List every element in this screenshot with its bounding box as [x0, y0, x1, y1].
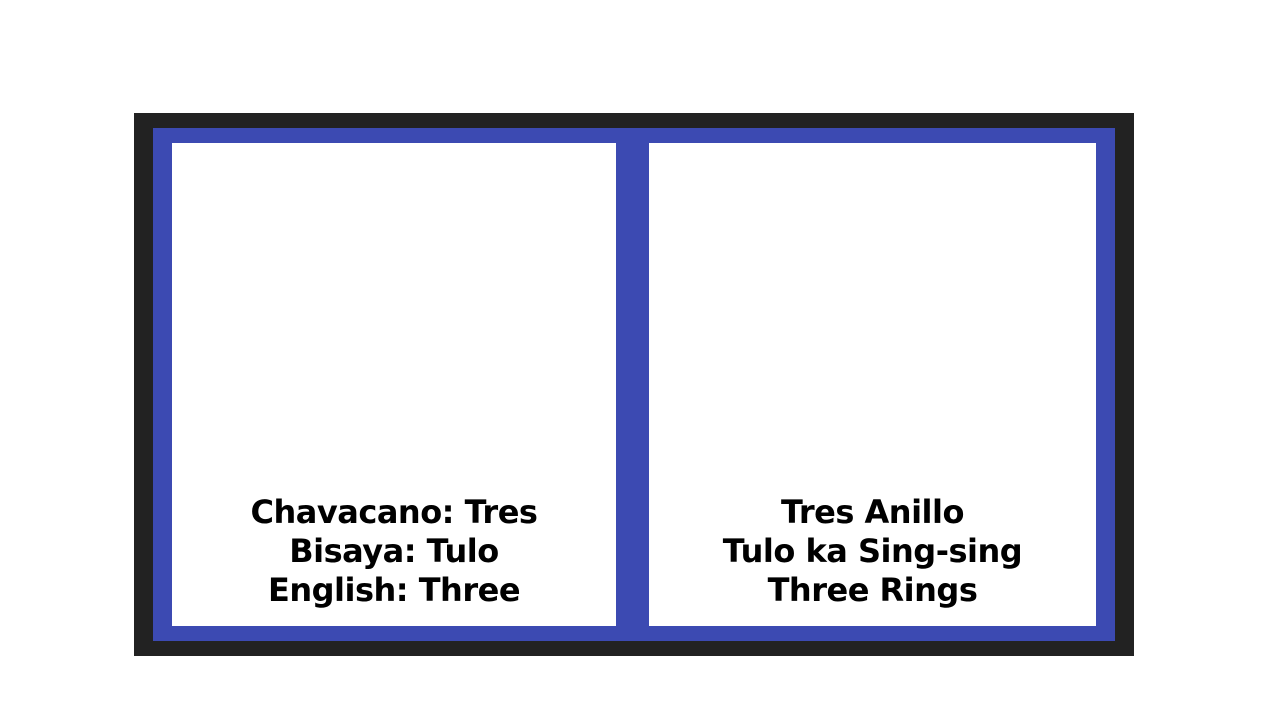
- rings-card: Tres Anillo Tulo ka Sing-sing Three Ring…: [649, 143, 1096, 626]
- rings-card-line-english: Three Rings: [767, 571, 978, 609]
- rings-card-line-chavacano: Tres Anillo: [781, 493, 964, 531]
- number-card-text: Chavacano: Tres Bisaya: Tulo English: Th…: [251, 493, 538, 610]
- number-card-line-english: English: Three: [267, 571, 521, 609]
- number-card-line-chavacano: Chavacano: Tres: [250, 493, 538, 531]
- rings-card-text: Tres Anillo Tulo ka Sing-sing Three Ring…: [722, 493, 1023, 610]
- number-card-line-bisaya: Bisaya: Tulo: [289, 532, 499, 570]
- rings-card-line-bisaya: Tulo ka Sing-sing: [722, 532, 1023, 570]
- number-card: Chavacano: Tres Bisaya: Tulo English: Th…: [172, 143, 616, 626]
